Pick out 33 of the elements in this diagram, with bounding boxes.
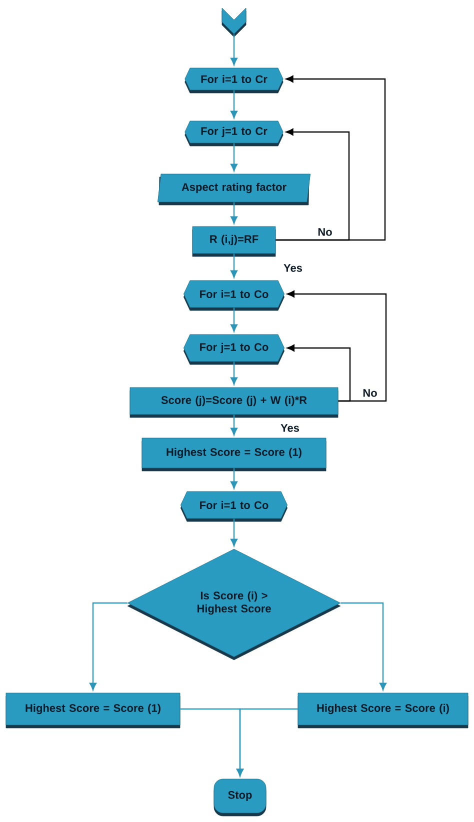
loop-hexagon: For j=1 to Co <box>184 334 284 365</box>
edge-label: Yes <box>280 423 300 433</box>
start-connector <box>222 8 246 38</box>
edge-label: No <box>316 227 334 237</box>
loop-hexagon: For i=1 to Co <box>180 491 288 522</box>
arrow <box>230 414 238 436</box>
edge-label: Yes <box>282 263 304 273</box>
process-box: Highest Score = Score (i) <box>298 692 468 728</box>
process-box: Highest Score = Score (1) <box>142 438 326 472</box>
input-parallelogram: Aspect rating factor <box>158 174 310 206</box>
loop-hexagon: For i=1 to Cr <box>184 68 284 94</box>
edge-label: No <box>362 388 378 398</box>
stop-terminal: Stop <box>214 778 266 816</box>
arrow <box>230 90 238 118</box>
process-box: R (i,j)=RF <box>192 226 276 257</box>
arrow <box>230 254 238 278</box>
arrow <box>276 76 386 241</box>
arrow <box>340 602 386 690</box>
arrow <box>230 308 238 332</box>
loop-hexagon: For j=1 to Cr <box>184 120 284 146</box>
arrow <box>230 202 238 224</box>
arrow <box>230 362 238 385</box>
process-box: Score (j)=Score (j) + W (i)*R <box>130 387 338 418</box>
process-box: Highest Score = Score (1) <box>6 692 180 728</box>
arrow <box>230 518 238 546</box>
arrow <box>236 708 298 776</box>
arrow <box>230 468 238 489</box>
arrow <box>287 344 351 402</box>
loop-hexagon: For i=1 to Co <box>184 280 284 311</box>
arrow <box>287 290 387 402</box>
arrow <box>90 602 128 690</box>
arrow <box>230 34 238 66</box>
arrow <box>230 143 238 172</box>
